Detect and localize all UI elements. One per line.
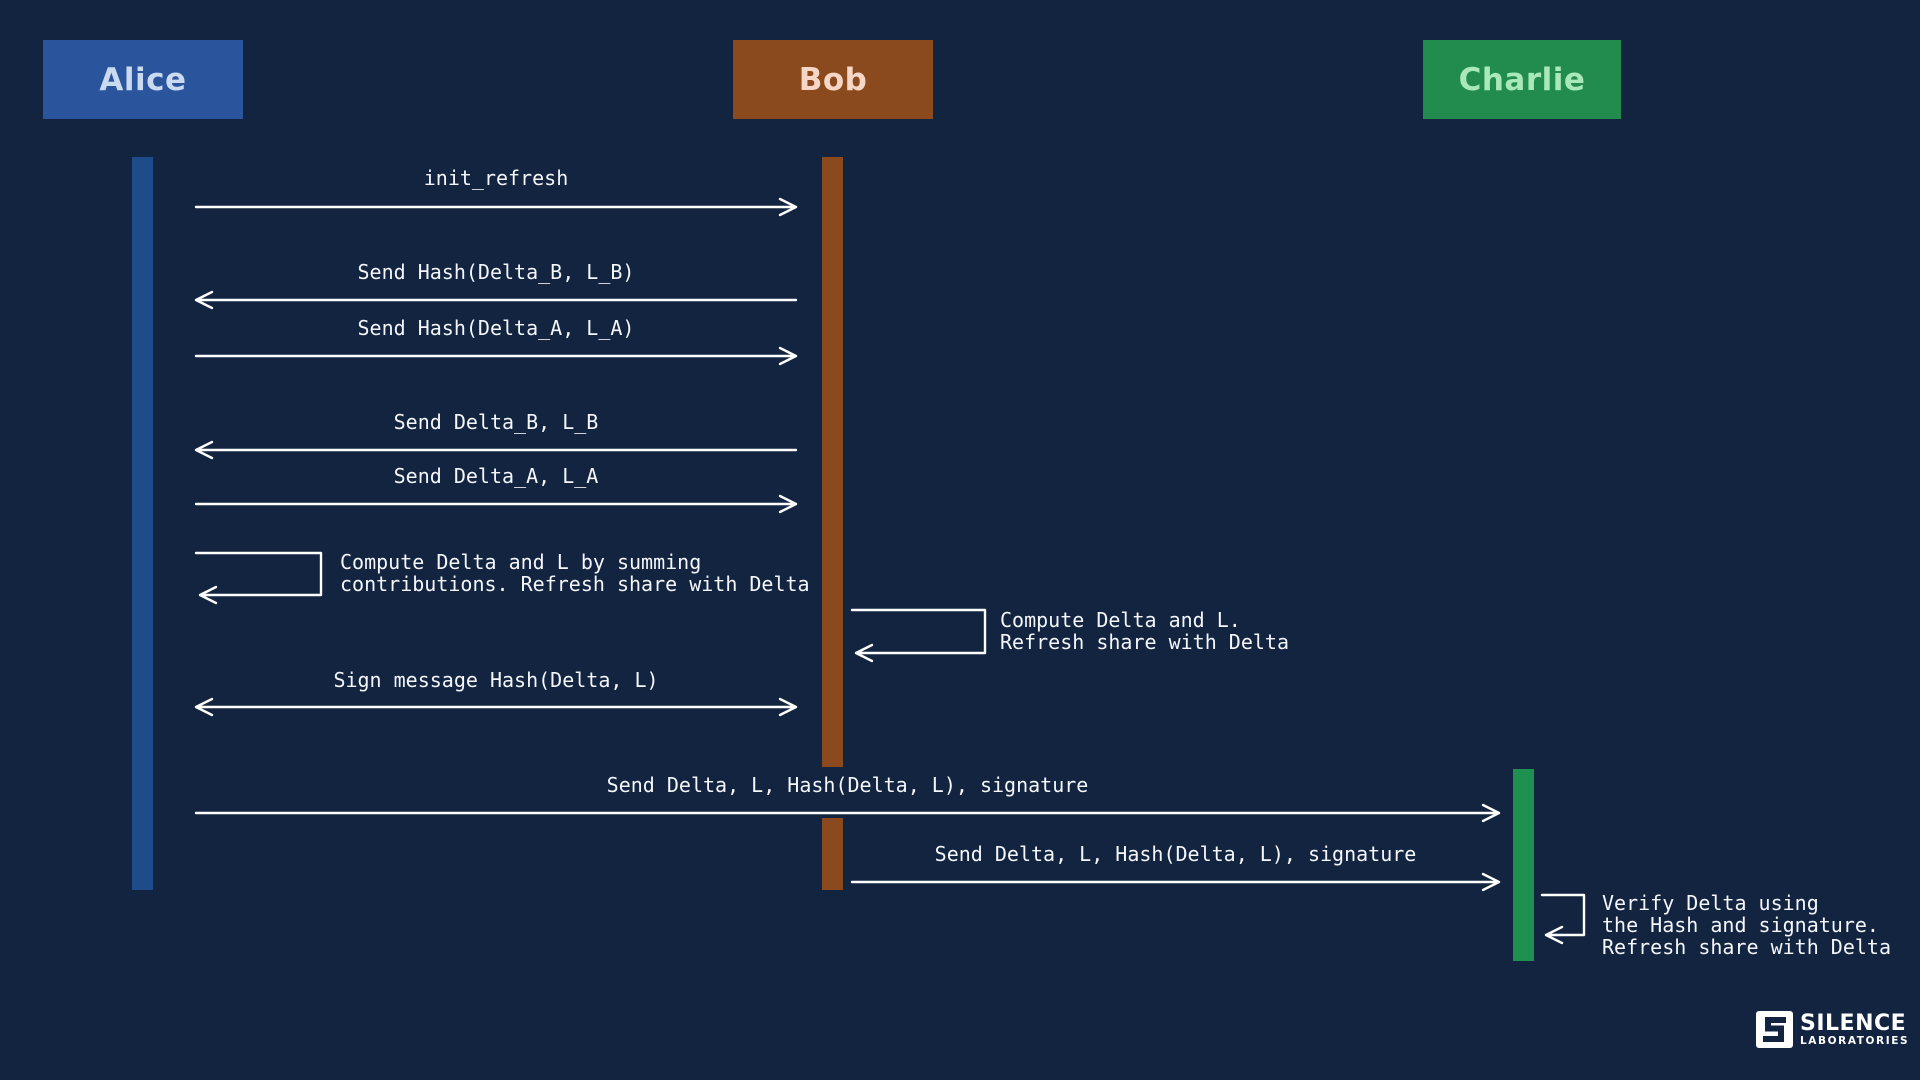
actor-label-bob: Bob (798, 61, 868, 98)
actor-label-alice: Alice (99, 61, 187, 98)
arrow-send-delta-b (194, 440, 798, 460)
message-label-init-refresh: init_refresh (423, 166, 569, 190)
lifeline-bar-bob-upper (822, 157, 843, 767)
silence-laboratories-logo-text: SILENCE LABORATORIES (1800, 1010, 1910, 1047)
actor-box-bob: Bob (733, 40, 933, 119)
self-loop-charlie (1540, 893, 1586, 945)
silence-laboratories-logo: SILENCE LABORATORIES (1756, 1011, 1909, 1048)
message-label-send-delta-alice-charlie: Send Delta, L, Hash(Delta, L), signature (606, 773, 1089, 797)
actor-box-charlie: Charlie (1423, 40, 1621, 119)
lifeline-bar-bob-lower (822, 818, 843, 890)
message-label-send-delta-b: Send Delta_B, L_B (393, 410, 599, 434)
message-label-send-delta-bob-charlie: Send Delta, L, Hash(Delta, L), signature (934, 842, 1417, 866)
logo-brand-name: SILENCE (1800, 1010, 1907, 1036)
arrow-send-hash-a (194, 346, 798, 366)
note-bob-compute: Compute Delta and L. Refresh share with … (1000, 608, 1289, 654)
self-loop-bob (850, 608, 987, 663)
logo-brand-sub: LABORATORIES (1800, 1034, 1910, 1047)
actor-box-alice: Alice (43, 40, 243, 119)
arrow-send-delta-bob-charlie (850, 872, 1501, 892)
message-label-send-hash-a: Send Hash(Delta_A, L_A) (357, 316, 635, 340)
silence-laboratories-logo-icon (1756, 1011, 1793, 1048)
arrow-send-delta-a (194, 494, 798, 514)
note-charlie-verify: Verify Delta using the Hash and signatur… (1602, 891, 1891, 959)
self-loop-alice (194, 551, 323, 605)
arrow-init-refresh (194, 197, 798, 217)
arrow-send-hash-b (194, 290, 798, 310)
message-label-sign-message: Sign message Hash(Delta, L) (333, 668, 659, 692)
arrow-sign-message (194, 697, 798, 717)
arrow-send-delta-alice-charlie (194, 803, 1501, 823)
lifeline-bar-charlie (1513, 769, 1534, 961)
note-alice-compute: Compute Delta and L by summing contribut… (340, 550, 810, 596)
lifeline-bar-alice (132, 157, 153, 890)
actor-label-charlie: Charlie (1458, 61, 1586, 98)
message-label-send-hash-b: Send Hash(Delta_B, L_B) (357, 260, 635, 284)
logo-5-glyph (1763, 1017, 1786, 1042)
message-label-send-delta-a: Send Delta_A, L_A (393, 464, 599, 488)
